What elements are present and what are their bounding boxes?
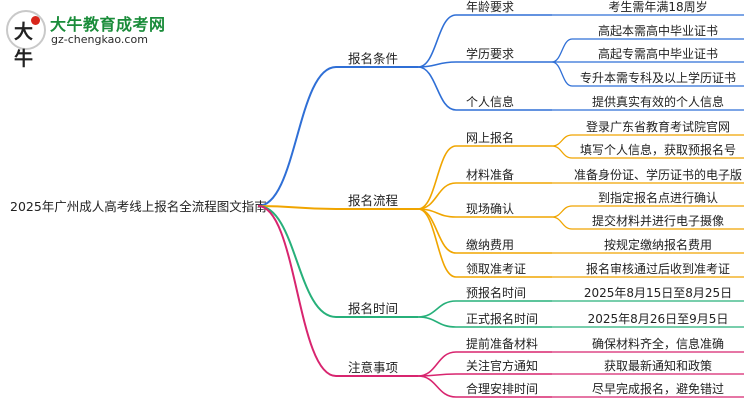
sub-topic-label[interactable]: 关注官方通知 — [466, 358, 538, 373]
sub-topic-label[interactable]: 领取准考证 — [466, 262, 526, 276]
sub-topic-label[interactable]: 现场确认 — [466, 202, 514, 216]
detail-connector — [551, 61, 573, 87]
detail-label[interactable]: 确保材料齐全，信息准确 — [592, 336, 724, 351]
sub-connector — [417, 14, 457, 68]
sub-topic-label[interactable]: 材料准备 — [466, 168, 514, 182]
detail-label[interactable]: 填写个人信息，获取预报名号 — [580, 142, 736, 157]
detail-label[interactable]: 报名审核通过后收到准考证 — [586, 261, 730, 276]
detail-label[interactable]: 登录广东省教育考试院官网 — [586, 119, 730, 134]
detail-label[interactable]: 高起专需高中毕业证书 — [598, 46, 718, 61]
sub-topic-label[interactable]: 个人信息 — [466, 94, 514, 109]
sub-topic-label[interactable]: 合理安排时间 — [466, 381, 538, 396]
branch-2-label[interactable]: 报名时间 — [348, 301, 398, 316]
sub-connector — [417, 145, 457, 210]
detail-label[interactable]: 提交材料并进行电子摄像 — [592, 213, 724, 228]
branch-0-label[interactable]: 报名条件 — [348, 51, 398, 66]
branch-connector — [257, 66, 337, 207]
detail-label[interactable]: 考生需年满18周岁 — [608, 0, 707, 14]
detail-label[interactable]: 获取最新通知和政策 — [604, 358, 712, 373]
logo-dot-icon — [31, 16, 40, 25]
branch-connector — [257, 205, 337, 210]
sub-topic-label[interactable]: 缴纳费用 — [466, 237, 514, 252]
sub-topic-label[interactable]: 网上报名 — [466, 130, 514, 145]
sub-connector — [417, 316, 457, 328]
detail-connector — [551, 216, 573, 230]
detail-label[interactable]: 专升本需专科及以上学历证书 — [580, 70, 736, 85]
sub-topic-label[interactable]: 学历要求 — [466, 46, 514, 61]
detail-connector — [551, 205, 573, 218]
detail-label[interactable]: 准备身份证、学历证书的电子版 — [574, 167, 742, 182]
detail-label[interactable]: 尽早完成报名，避免错过 — [592, 381, 724, 396]
branch-1-label[interactable]: 报名流程 — [348, 193, 399, 208]
branch-connector — [257, 205, 337, 377]
sub-topic-label[interactable]: 正式报名时间 — [466, 311, 538, 326]
sub-connector — [417, 375, 457, 398]
sub-connector — [417, 208, 457, 254]
sub-topic-label[interactable]: 年龄要求 — [466, 0, 514, 14]
root-topic[interactable]: 2025年广州成人高考线上报名全流程图文指南 — [10, 199, 267, 214]
sub-connector — [417, 300, 457, 318]
detail-connector — [551, 38, 573, 63]
logo-emblem-icon: 大牛 — [6, 10, 46, 70]
branch-3-label[interactable]: 注意事项 — [348, 360, 398, 375]
detail-label[interactable]: 2025年8月15日至8月25日 — [584, 286, 732, 300]
sub-connector — [417, 66, 457, 111]
branch-connector — [257, 205, 337, 318]
detail-connector — [551, 134, 573, 147]
logo-title: 大牛教育成考网 — [50, 15, 166, 34]
site-logo[interactable]: 大牛 大牛教育成考网 gz-chengkao.com — [6, 10, 176, 70]
sub-topic-label[interactable]: 提前准备材料 — [466, 336, 538, 351]
detail-label[interactable]: 按规定缴纳报名费用 — [604, 237, 712, 252]
detail-connector — [551, 145, 573, 159]
sub-connector — [417, 208, 457, 278]
logo-glyph: 大牛 — [14, 21, 34, 70]
sub-topic-label[interactable]: 预报名时间 — [466, 285, 526, 300]
logo-url: gz-chengkao.com — [51, 33, 148, 46]
detail-label[interactable]: 到指定报名点进行确认 — [598, 190, 718, 205]
sub-connector — [417, 182, 457, 210]
detail-label[interactable]: 2025年8月26日至9月5日 — [588, 312, 729, 326]
sub-connector — [417, 351, 457, 377]
detail-label[interactable]: 提供真实有效的个人信息 — [592, 94, 724, 109]
sub-connector — [417, 61, 457, 68]
detail-label[interactable]: 高起本需高中毕业证书 — [598, 23, 718, 38]
